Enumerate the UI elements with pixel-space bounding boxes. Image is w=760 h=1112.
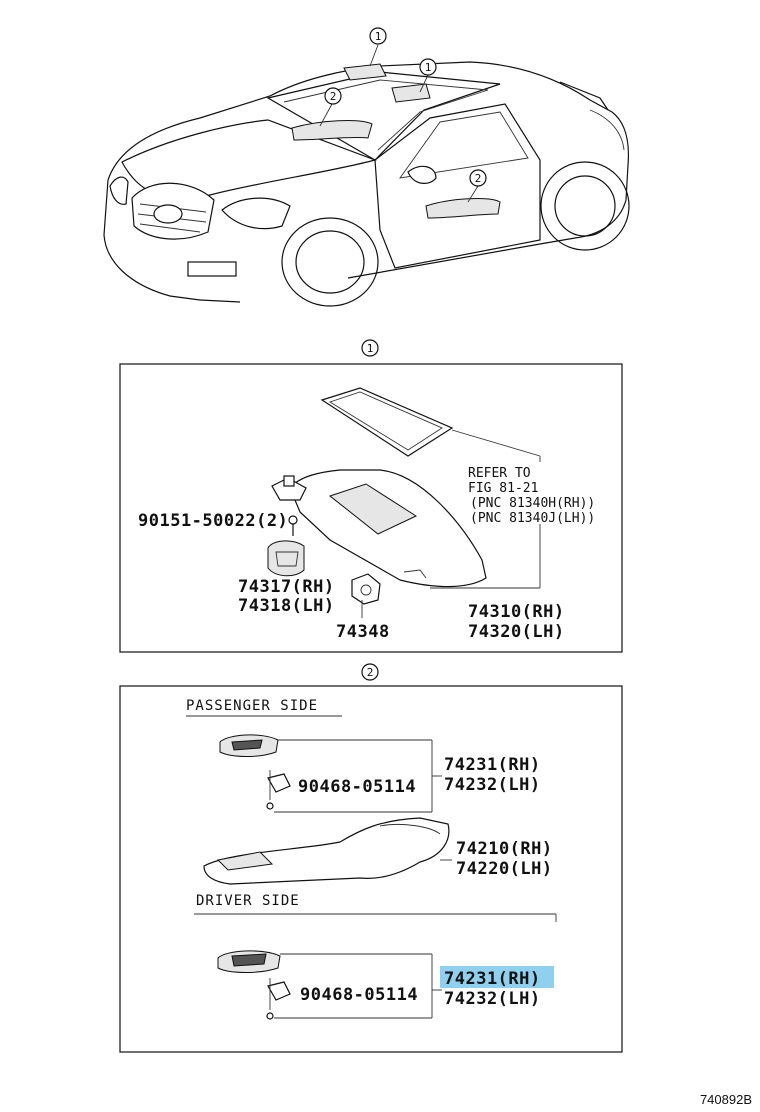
refer-line-1: REFER TO <box>468 466 531 481</box>
visor-clip-illustration <box>267 540 305 577</box>
overview-callout-visor-2: 1 <box>419 58 437 76</box>
figure-code: 740892B <box>700 1092 752 1107</box>
screw-illustration-section1 <box>288 515 298 536</box>
driver-part-74232-lh[interactable]: 74232(LH) <box>444 989 541 1009</box>
part-90151-50022[interactable]: 90151-50022(2) <box>138 511 288 531</box>
passenger-part-74220-lh[interactable]: 74220(LH) <box>456 859 553 879</box>
part-74348[interactable]: 74348 <box>336 622 390 642</box>
visor-holder-illustration <box>351 573 381 618</box>
driver-cover-illustration <box>217 950 442 1018</box>
driver-screw-illustration <box>266 978 432 1020</box>
passenger-part-74232-lh[interactable]: 74232(LH) <box>444 775 541 795</box>
refer-line-4: (PNC 81340J(LH)) <box>470 511 595 526</box>
refer-to-note: REFER TO FIG 81-21 (PNC 81340H(RH)) (PNC… <box>468 466 595 526</box>
part-74318-lh[interactable]: 74318(LH) <box>238 596 335 616</box>
part-74320-lh[interactable]: 74320(LH) <box>468 622 565 642</box>
passenger-part-74210-rh[interactable]: 74210(RH) <box>456 839 553 859</box>
part-74317-rh[interactable]: 74317(RH) <box>238 577 335 597</box>
svg-text:1: 1 <box>425 61 432 74</box>
svg-text:1: 1 <box>367 342 374 355</box>
car-overview-illustration <box>103 44 630 307</box>
section1-marker: 1 <box>361 339 379 357</box>
refer-line-3: (PNC 81340H(RH)) <box>470 496 595 511</box>
svg-text:2: 2 <box>475 172 482 185</box>
passenger-part-74231-rh[interactable]: 74231(RH) <box>444 755 541 775</box>
overview-callout-grip-2: 2 <box>469 169 487 187</box>
assist-grip-illustration <box>203 817 452 885</box>
sun-visor-illustration <box>271 469 541 589</box>
highlight-marker <box>440 966 554 988</box>
section2-marker: 2 <box>361 663 379 681</box>
driver-side-heading: DRIVER SIDE <box>196 893 300 909</box>
driver-part-74231-rh[interactable]: 74231(RH) <box>444 969 541 989</box>
passenger-screw-illustration <box>266 770 432 813</box>
section2-frame <box>119 685 623 1053</box>
overview-callout-visor-1: 1 <box>369 27 387 45</box>
section1-frame <box>119 363 623 653</box>
passenger-cover-illustration <box>219 734 442 812</box>
driver-part-90468-05114[interactable]: 90468-05114 <box>300 985 418 1005</box>
passenger-side-heading: PASSENGER SIDE <box>186 698 318 714</box>
vanity-mirror-illustration <box>320 387 541 462</box>
refer-line-2: FIG 81-21 <box>468 481 538 496</box>
svg-text:2: 2 <box>330 90 337 103</box>
part-74310-rh[interactable]: 74310(RH) <box>468 602 565 622</box>
svg-text:1: 1 <box>375 30 382 43</box>
overview-callout-grip-1: 2 <box>324 87 342 105</box>
svg-text:2: 2 <box>367 666 374 679</box>
passenger-part-90468-05114[interactable]: 90468-05114 <box>298 777 416 797</box>
